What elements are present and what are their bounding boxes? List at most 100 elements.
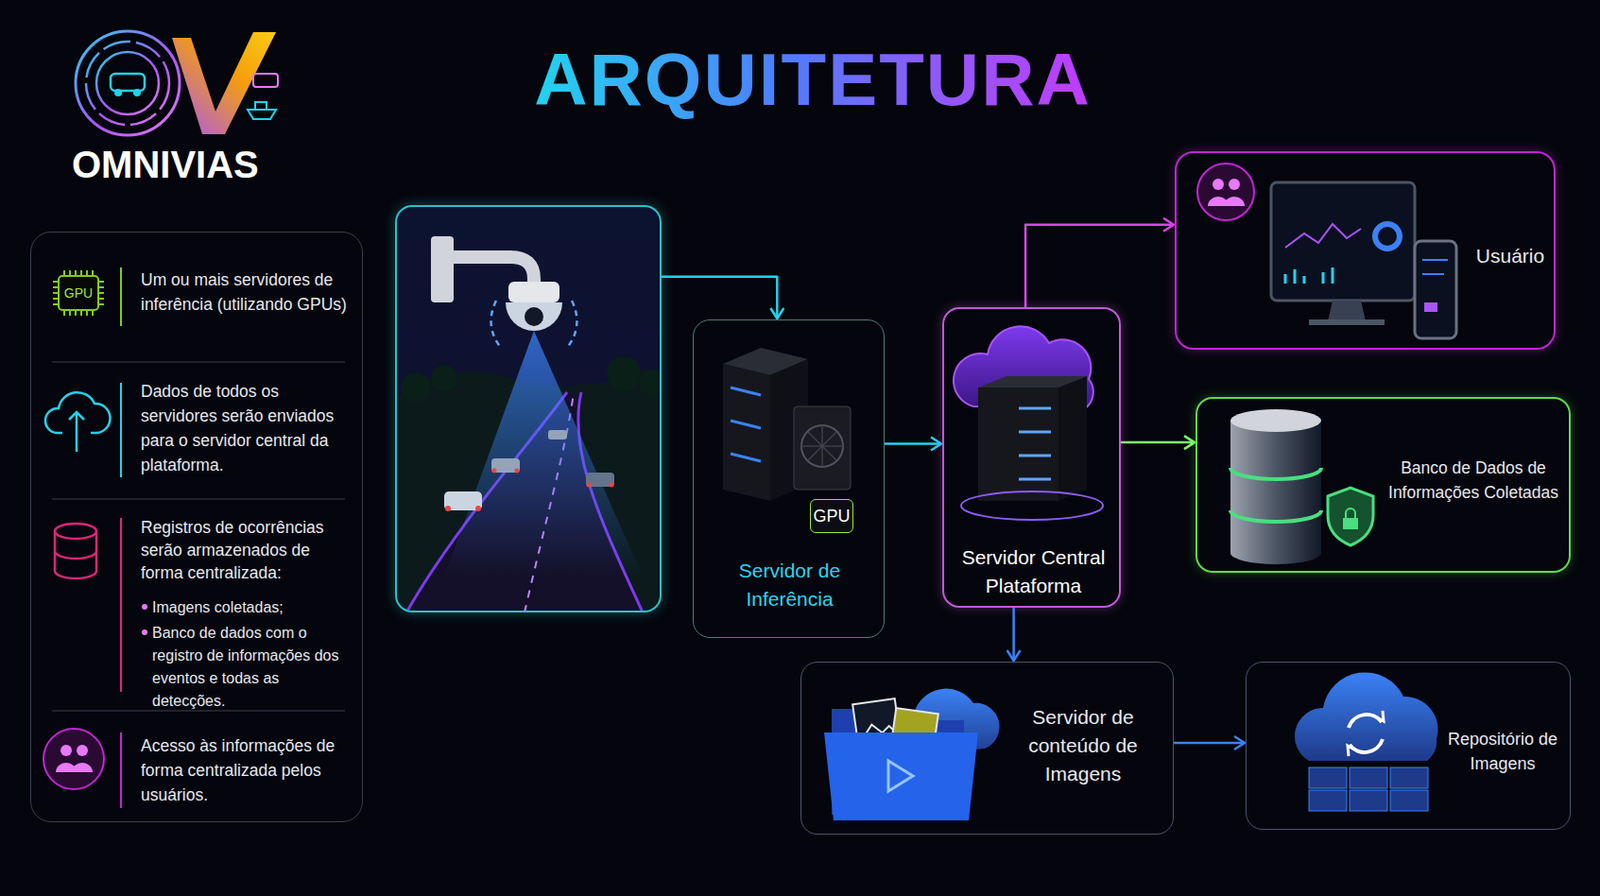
bullet-text-holder: Imagens coletadas; xyxy=(152,596,351,620)
bullet-text: Imagens coletadas; xyxy=(152,596,351,620)
central-server-icon-part xyxy=(1058,376,1087,501)
panel-icons-part xyxy=(120,732,122,809)
logo-icon-part xyxy=(110,73,145,91)
image-repository-icon-part xyxy=(1348,714,1383,753)
title-holder: ARQUITETURA xyxy=(434,35,1191,123)
connector-line xyxy=(1025,224,1174,308)
connector xyxy=(884,436,942,450)
camera-scene-part xyxy=(395,206,661,612)
camera-scene-part xyxy=(430,236,454,303)
box-label: Servidor Central Plataforma xyxy=(951,543,1116,601)
process-box: Usuário xyxy=(1174,151,1556,350)
image-server-icon-part xyxy=(888,760,913,792)
panel-icons-part xyxy=(76,744,88,757)
panel-icons-part xyxy=(141,603,148,610)
camera-scene-part xyxy=(491,300,578,348)
image-repository-icon-part xyxy=(1390,767,1428,789)
camera-scene-part xyxy=(585,472,615,487)
box-label-holder: Servidor de conteúdo de Imagens xyxy=(999,703,1167,789)
logo-icon-part xyxy=(133,88,141,97)
title: ARQUITETURA xyxy=(533,35,1092,123)
user-icon-part xyxy=(1207,196,1245,207)
camera-scene-part xyxy=(400,372,431,403)
info-panel: Um ou mais servidores de inferência (uti… xyxy=(30,231,363,823)
connector xyxy=(1120,435,1195,449)
panel-icons-part xyxy=(52,270,104,316)
user-icon-part xyxy=(1285,267,1333,284)
image-repository-icon-part xyxy=(1349,790,1388,811)
camera-scene-part xyxy=(609,482,615,488)
box-label: Banco de Dados de Informações Coletadas xyxy=(1380,455,1566,505)
panel-text: Dados de todos os servidores serão envia… xyxy=(140,378,351,478)
box-label-holder: Banco de Dados de Informações Coletadas xyxy=(1380,455,1566,505)
user-icon-part xyxy=(1327,300,1366,322)
gpu-badge: GPU xyxy=(809,498,854,534)
logo-text: OMNIVIAS xyxy=(71,141,299,188)
image-repository-icon-part xyxy=(1347,710,1384,757)
user-icon-part xyxy=(1424,302,1438,312)
camera-scene-part xyxy=(492,468,498,474)
chip-label-holder: GPU xyxy=(58,284,99,302)
panel-icons-part xyxy=(120,517,122,692)
central-server-icon-part xyxy=(978,387,1059,501)
panel-icons-part xyxy=(60,744,72,757)
panel-icons xyxy=(43,267,345,809)
logo-icon-part xyxy=(172,32,276,135)
gpu-badge-holder: GPU xyxy=(809,498,854,534)
image-repository-icon-part xyxy=(1349,767,1388,789)
bullet-text: Banco de dados com o registro de informa… xyxy=(152,621,351,713)
camera-scene-part xyxy=(586,482,592,488)
camera-scene-part xyxy=(505,302,563,331)
box-label-holder: Servidor de Inferência xyxy=(701,556,878,614)
camera-scene-part xyxy=(515,468,520,474)
process-box: Servidor de Inferência xyxy=(692,319,885,638)
chip-label: GPU xyxy=(58,284,99,302)
panel-text-holder: Dados de todos os servidores serão envia… xyxy=(140,378,351,478)
box-label-holder: Usuário xyxy=(1469,242,1551,270)
logo-icon-part xyxy=(247,102,276,120)
central-server-icon-part xyxy=(961,491,1103,520)
box-label: Servidor de conteúdo de Imagens xyxy=(999,703,1167,789)
box-label: Usuário xyxy=(1469,242,1551,270)
panel-icons-part xyxy=(55,762,93,773)
camera-scene-part xyxy=(430,364,458,392)
image-server-icon xyxy=(824,688,1000,821)
user-icon xyxy=(1197,163,1457,339)
database-icon-part xyxy=(1230,467,1322,522)
arrow-head xyxy=(930,436,942,450)
connector-line xyxy=(1012,607,1016,661)
panel-text: Registros de ocorrências serão armazenad… xyxy=(140,516,351,585)
connector xyxy=(1025,218,1174,308)
user-icon-part xyxy=(1285,223,1361,248)
process-box xyxy=(395,205,662,613)
box-label: Servidor de Inferência xyxy=(701,556,878,614)
user-icon-part xyxy=(1228,178,1240,190)
user-icon-part xyxy=(1197,163,1255,221)
inference-server-icon-part xyxy=(801,425,844,467)
box-label: Repositório de Imagens xyxy=(1439,726,1566,776)
database-icon-part xyxy=(1230,409,1322,432)
panel-icons-part xyxy=(141,629,148,636)
connector xyxy=(1007,607,1021,661)
inference-server-icon-part xyxy=(801,425,844,467)
camera-scene-part xyxy=(524,307,544,327)
database-icon-part xyxy=(1342,517,1359,530)
inference-server-icon-part xyxy=(793,406,851,490)
camera-scene-part xyxy=(638,369,661,396)
central-server-icon xyxy=(953,326,1103,520)
process-box: Servidor de conteúdo de Imagens xyxy=(800,661,1174,835)
box-label-holder: Servidor Central Plataforma xyxy=(951,543,1116,601)
user-icon-part xyxy=(1414,240,1457,339)
connector xyxy=(1173,736,1245,750)
camera-scene-part xyxy=(475,505,482,512)
camera-scene xyxy=(395,206,661,612)
logo-icon-part xyxy=(86,41,170,125)
panel-text-holder: Acesso às informações de forma centraliz… xyxy=(140,733,351,808)
user-icon-part xyxy=(1422,259,1448,275)
camera-scene-part xyxy=(445,505,451,512)
user-icon-part xyxy=(1375,223,1400,249)
connector xyxy=(661,276,784,319)
logo-icon-part xyxy=(114,88,122,97)
connector-line xyxy=(1120,441,1195,445)
